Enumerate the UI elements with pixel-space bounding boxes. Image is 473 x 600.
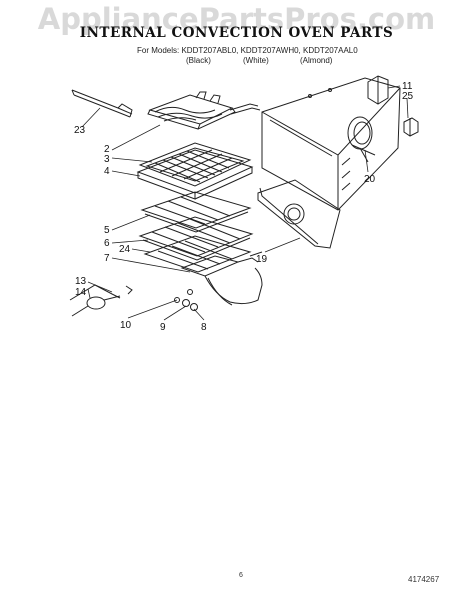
oven-housing — [261, 77, 401, 211]
callout-20: 20 — [364, 174, 376, 185]
part-23-bracket — [71, 89, 133, 118]
callout-8: 8 — [201, 322, 207, 333]
callout-3: 3 — [104, 154, 110, 165]
variant-almond: (Almond) — [300, 56, 333, 65]
callout-labels: 23 2 3 4 5 6 24 7 13 14 10 9 8 19 20 11 … — [74, 81, 414, 333]
callout-10: 10 — [120, 320, 132, 331]
callout-23: 23 — [74, 125, 86, 136]
callout-25: 25 — [402, 91, 414, 102]
callout-6: 6 — [104, 238, 110, 249]
callout-5: 5 — [104, 225, 110, 236]
page-title: INTERNAL CONVECTION OVEN PARTS — [79, 25, 394, 41]
part-11-bracket — [367, 75, 389, 105]
callout-19: 19 — [256, 254, 268, 265]
part-3-tray — [138, 142, 252, 187]
part-19-back-panel — [257, 179, 341, 249]
models-line: For Models: KDDT207ABL0, KDDT207AWH0, KD… — [137, 46, 358, 55]
callout-14: 14 — [75, 287, 87, 298]
part-5-rack — [140, 191, 252, 233]
callout-4: 4 — [104, 166, 110, 177]
wiring-harness — [174, 267, 263, 311]
part-6-rack — [138, 216, 254, 261]
document-number: 4174267 — [408, 575, 440, 584]
callout-9: 9 — [160, 322, 166, 333]
watermark-text: AppliancePartsPros.com — [37, 2, 436, 36]
part-25-clip — [403, 117, 419, 137]
callout-24: 24 — [119, 244, 131, 255]
callout-2: 2 — [104, 144, 110, 155]
callout-13: 13 — [75, 276, 87, 287]
leader-lines — [81, 85, 409, 321]
part-2-heating-element — [147, 91, 261, 130]
callout-7: 7 — [104, 253, 110, 264]
part-20-fan-motor — [347, 116, 376, 163]
part-24-7-bottom-assembly — [143, 235, 263, 277]
variant-white: (White) — [243, 56, 269, 65]
variant-black: (Black) — [186, 56, 211, 65]
callout-11: 11 — [402, 81, 413, 92]
page-number: 6 — [239, 572, 243, 579]
part-4-pan-frame — [136, 149, 254, 200]
part-13-14-probe — [69, 284, 133, 317]
